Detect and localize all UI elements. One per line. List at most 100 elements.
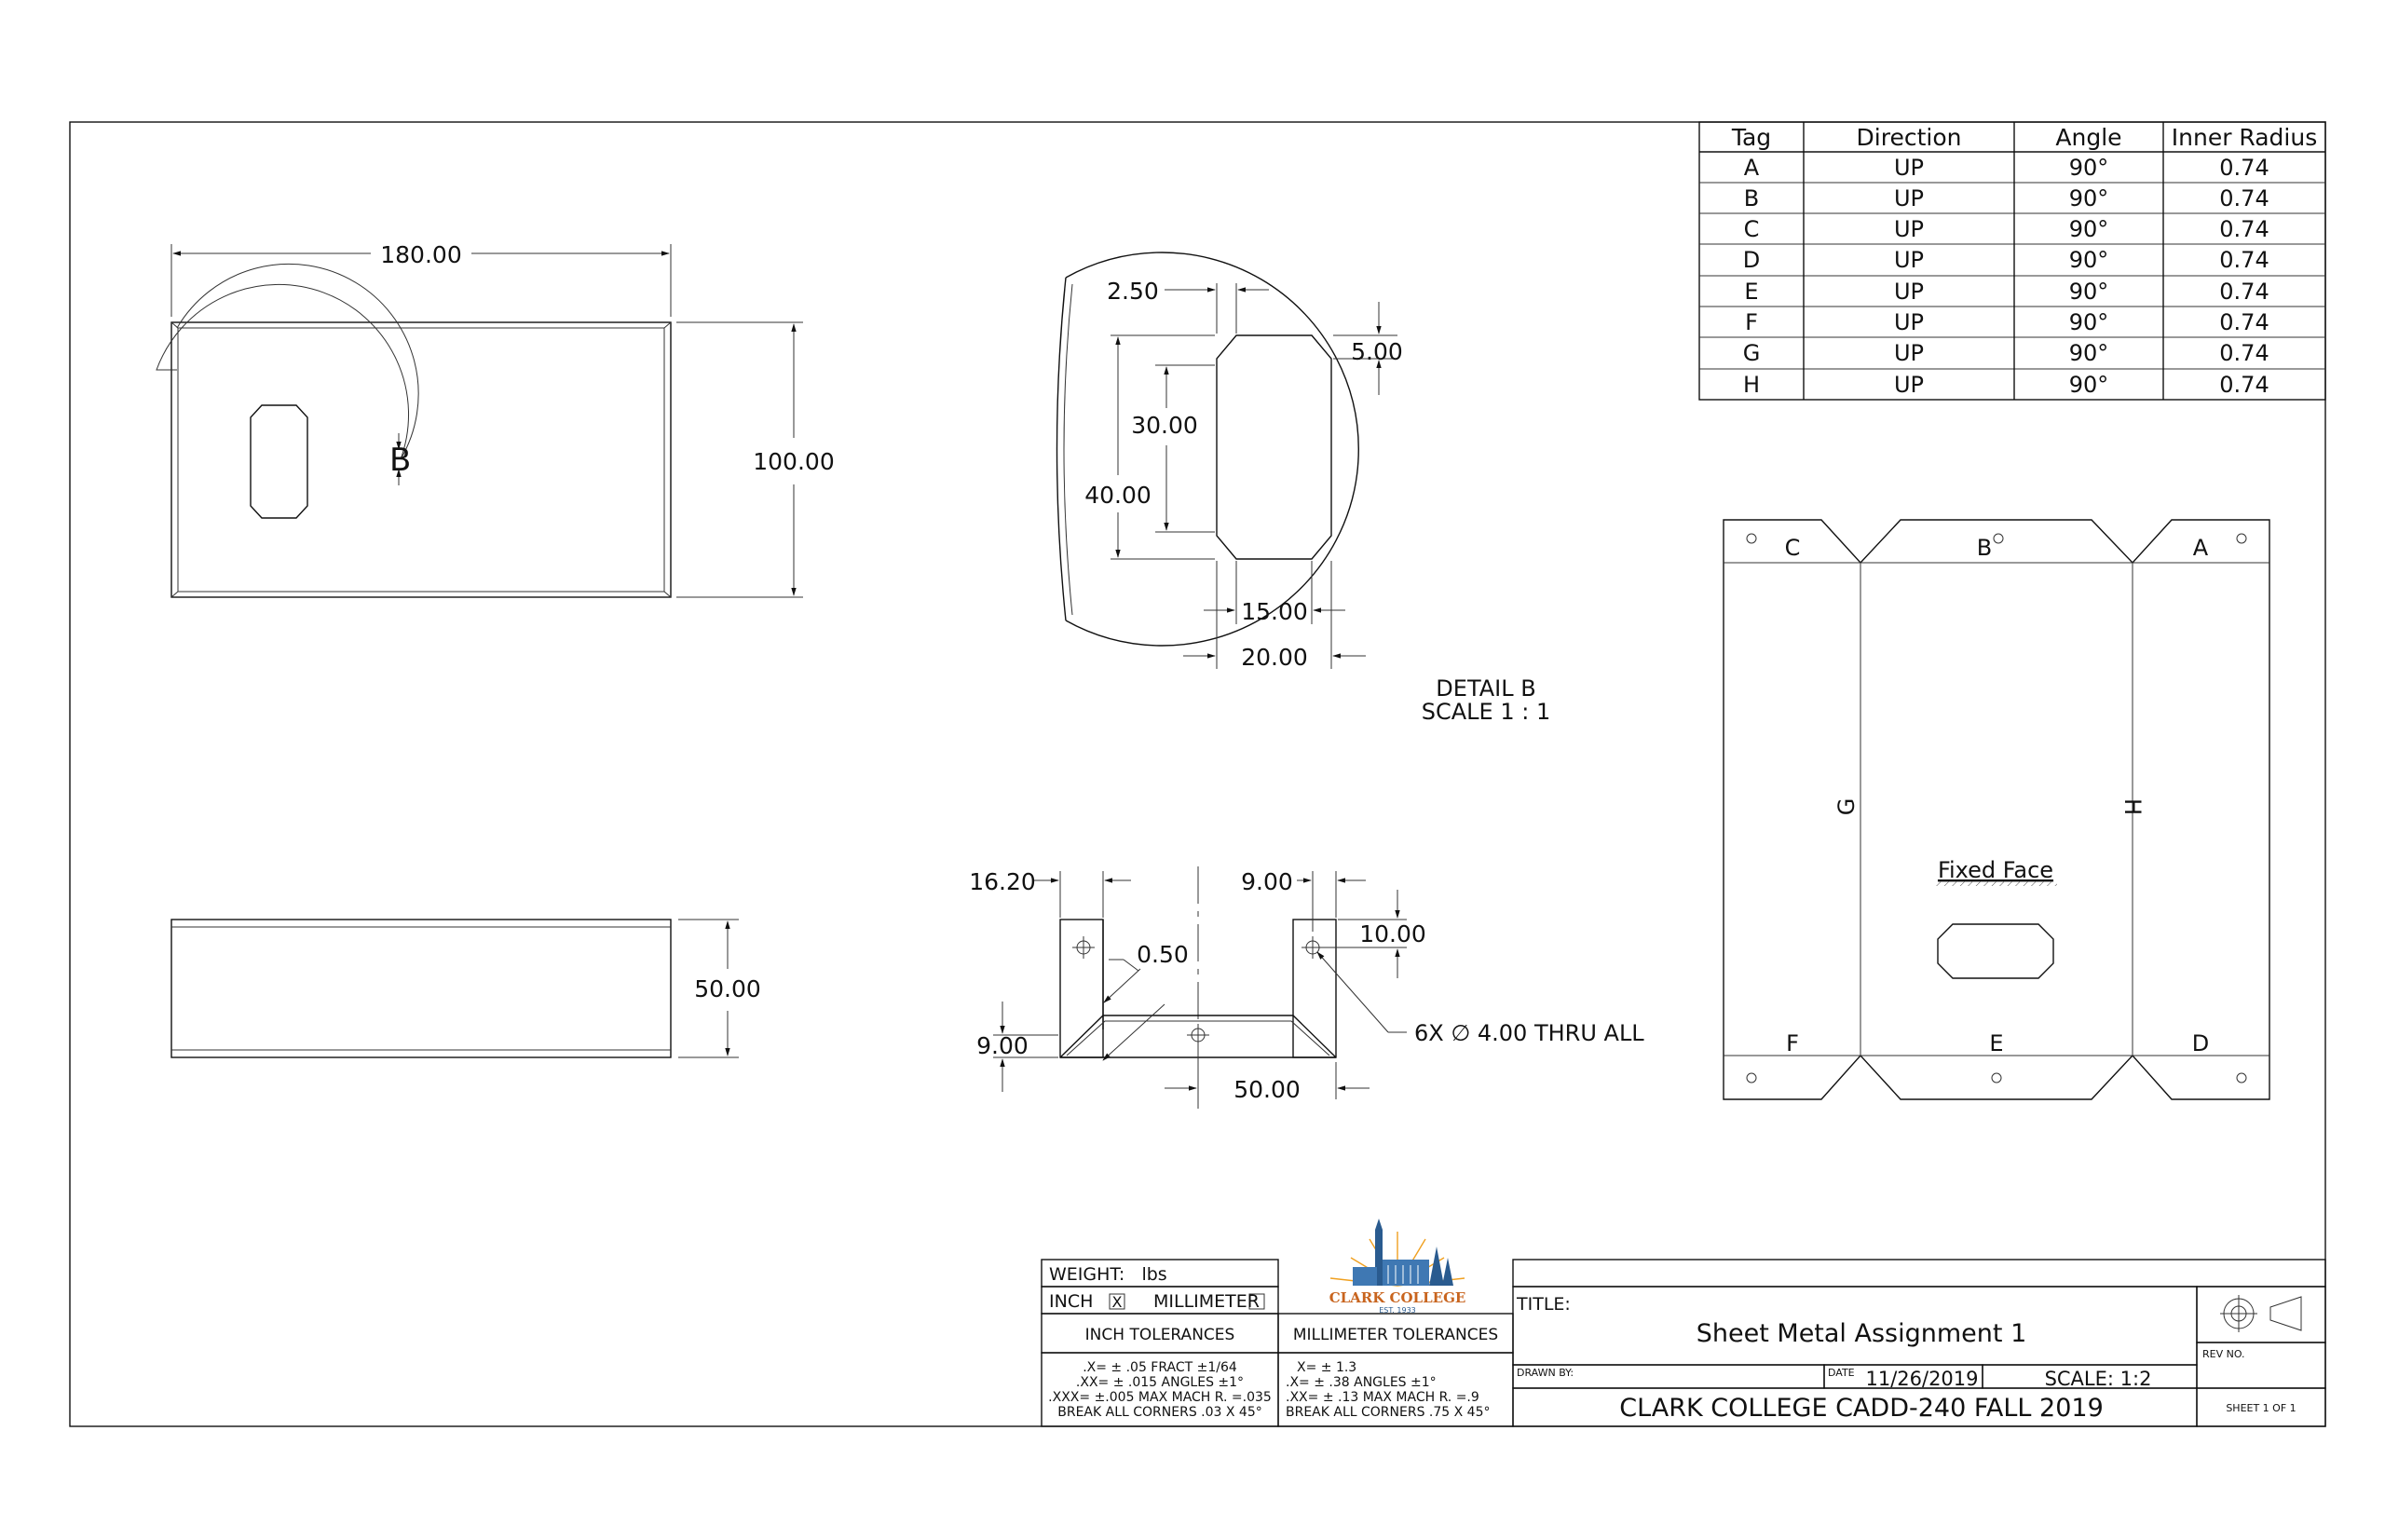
flat-tag-c: C	[1785, 535, 1801, 561]
clark-college-logo: CLARK COLLEGE EST. 1933	[1329, 1219, 1466, 1315]
flat-tag-g: G	[1833, 798, 1860, 816]
detail-dim-30-00: 30.00	[1131, 412, 1198, 439]
height-dim-label: 100.00	[753, 448, 834, 475]
inch-tolerance-line: .X= ± .05 FRACT ±1/64	[1083, 1360, 1237, 1375]
bend-table-cell: E	[1744, 279, 1758, 305]
title-block: WEIGHT: lbs INCH X MILLIMETER INCH TOLER…	[1041, 1219, 2326, 1427]
bend-table-cell: UP	[1894, 216, 1924, 242]
mm-tolerances-title: MILLIMETER TOLERANCES	[1293, 1326, 1498, 1344]
detail-label: DETAIL B	[1436, 675, 1535, 702]
top-view: B 180.00 100.00	[156, 241, 835, 598]
title-label: TITLE:	[1516, 1294, 1571, 1315]
detail-circle	[156, 284, 410, 460]
width-dim-label: 180.00	[380, 241, 461, 268]
section-dim-0-50: 0.50	[1137, 941, 1189, 968]
section-dim-9-00-top: 9.00	[1241, 868, 1293, 895]
detail-cutout	[1216, 334, 1332, 560]
bend-table-cell: B	[1744, 185, 1759, 211]
bend-table-cell: A	[1744, 155, 1760, 181]
detail-b-circle	[1065, 252, 1359, 647]
mm-tolerance-line: BREAK ALL CORNERS .75 X 45°	[1286, 1405, 1491, 1420]
bend-table-header: Inner Radius	[2172, 124, 2318, 151]
flat-tag-a: A	[2193, 535, 2209, 561]
inch-tolerance-line: .XXX= ±.005 MAX MACH R. =.035	[1048, 1390, 1272, 1405]
bend-table-cell: 0.74	[2219, 185, 2269, 211]
inch-tolerance-lines: .X= ± .05 FRACT ±1/64.XX= ± .015 ANGLES …	[1048, 1360, 1272, 1420]
flat-tag-d: D	[2192, 1030, 2209, 1056]
bend-table-cell: 0.74	[2219, 155, 2269, 181]
hole-note: 6X ∅ 4.00 THRU ALL	[1414, 1020, 1644, 1046]
logo-name: CLARK COLLEGE	[1329, 1289, 1466, 1306]
bend-table-cell: 0.74	[2219, 372, 2269, 398]
scale-value: SCALE: 1:2	[2045, 1368, 2152, 1390]
bend-table-cell: UP	[1894, 247, 1924, 273]
bend-table-cell: 90°	[2069, 279, 2109, 305]
bend-table-cell: 90°	[2069, 340, 2109, 366]
sheet-number: SHEET 1 OF 1	[2226, 1402, 2296, 1414]
inch-tolerance-line: .XX= ± .015 ANGLES ±1°	[1076, 1375, 1244, 1390]
inch-label: INCH	[1049, 1291, 1093, 1312]
bend-table-cell: UP	[1894, 372, 1924, 398]
section-dim-50-00: 50.00	[1233, 1076, 1301, 1103]
bend-table-cell: 90°	[2069, 155, 2109, 181]
bend-table-cell: D	[1743, 247, 1760, 273]
flat-tag-f: F	[1786, 1030, 1799, 1056]
bend-table-cell: 0.74	[2219, 309, 2269, 335]
flat-pattern-outline	[1723, 519, 2270, 1100]
detail-dim-5-00: 5.00	[1351, 338, 1403, 365]
bend-table-cell: UP	[1894, 185, 1924, 211]
date-value: 11/26/2019	[1865, 1368, 1978, 1390]
detail-dim-15-00: 15.00	[1241, 598, 1308, 625]
sheet-border	[69, 121, 2326, 1427]
flat-cutout	[1937, 923, 2054, 979]
drawing-title: Sheet Metal Assignment 1	[1697, 1319, 2027, 1348]
mm-tolerance-line: .X= ± .38 ANGLES ±1°	[1286, 1375, 1437, 1390]
detail-b-view: 2.50 5.00 30.00 40.00 15.00 20.00 DETAIL…	[1056, 252, 1550, 725]
front-height-dim-label: 50.00	[694, 975, 761, 1002]
section-view: 16.20 9.00 10.00 0.50 9.00 50.00 6X	[969, 866, 1644, 1109]
section-dim-9-00-left: 9.00	[976, 1032, 1029, 1059]
projection-symbol-icon	[2220, 1295, 2302, 1332]
bend-table-cell: 90°	[2069, 216, 2109, 242]
bend-table-header: Angle	[2055, 124, 2121, 151]
mm-tolerance-line: X= ± 1.3	[1297, 1360, 1356, 1375]
detail-dim-2-50: 2.50	[1107, 278, 1159, 305]
front-view: 50.00	[170, 919, 761, 1058]
logo-est: EST. 1933	[1379, 1306, 1416, 1315]
flat-pattern: C B A F E D G H Fixed Face	[1723, 519, 2270, 1100]
inch-tolerance-line: BREAK ALL CORNERS .03 X 45°	[1057, 1405, 1262, 1420]
detail-dim-40-00: 40.00	[1084, 482, 1152, 509]
bend-table-cell: 90°	[2069, 372, 2109, 398]
rev-no-label: REV NO.	[2202, 1348, 2245, 1360]
inch-checkbox-mark: X	[1112, 1293, 1123, 1311]
drawn-by-label: DRAWN BY:	[1517, 1367, 1574, 1379]
bend-table-cell: F	[1745, 309, 1758, 335]
mm-tolerance-line: .XX= ± .13 MAX MACH R. =.9	[1286, 1390, 1479, 1405]
bend-table-cell: 90°	[2069, 309, 2109, 335]
millimeter-label: MILLIMETER	[1153, 1291, 1260, 1312]
bend-table-header: Direction	[1857, 124, 1962, 151]
bend-table-cell: C	[1744, 216, 1760, 242]
cutout-outline	[250, 404, 308, 519]
detail-tag: B	[389, 442, 411, 479]
bend-table-cell: UP	[1894, 340, 1924, 366]
date-label: DATE	[1828, 1367, 1855, 1379]
bend-table-cell: UP	[1894, 279, 1924, 305]
bend-table-cell: 0.74	[2219, 216, 2269, 242]
bend-table-header: Tag	[1731, 124, 1771, 151]
bend-table-cell: 90°	[2069, 185, 2109, 211]
detail-scale: SCALE 1 : 1	[1422, 699, 1550, 725]
detail-dim-20-00: 20.00	[1241, 644, 1308, 671]
section-dim-10-00: 10.00	[1359, 920, 1426, 947]
bend-table-cell: 0.74	[2219, 340, 2269, 366]
fixed-face-label: Fixed Face	[1938, 857, 2053, 883]
inch-tolerances-title: INCH TOLERANCES	[1085, 1326, 1235, 1344]
bend-table-cell: 0.74	[2219, 279, 2269, 305]
flat-tag-b: B	[1977, 535, 1992, 561]
weight-label: WEIGHT: lbs	[1049, 1264, 1167, 1285]
bend-table-cell: UP	[1894, 155, 1924, 181]
bend-table-cell: 0.74	[2219, 247, 2269, 273]
course-title: CLARK COLLEGE CADD-240 FALL 2019	[1619, 1394, 2104, 1423]
